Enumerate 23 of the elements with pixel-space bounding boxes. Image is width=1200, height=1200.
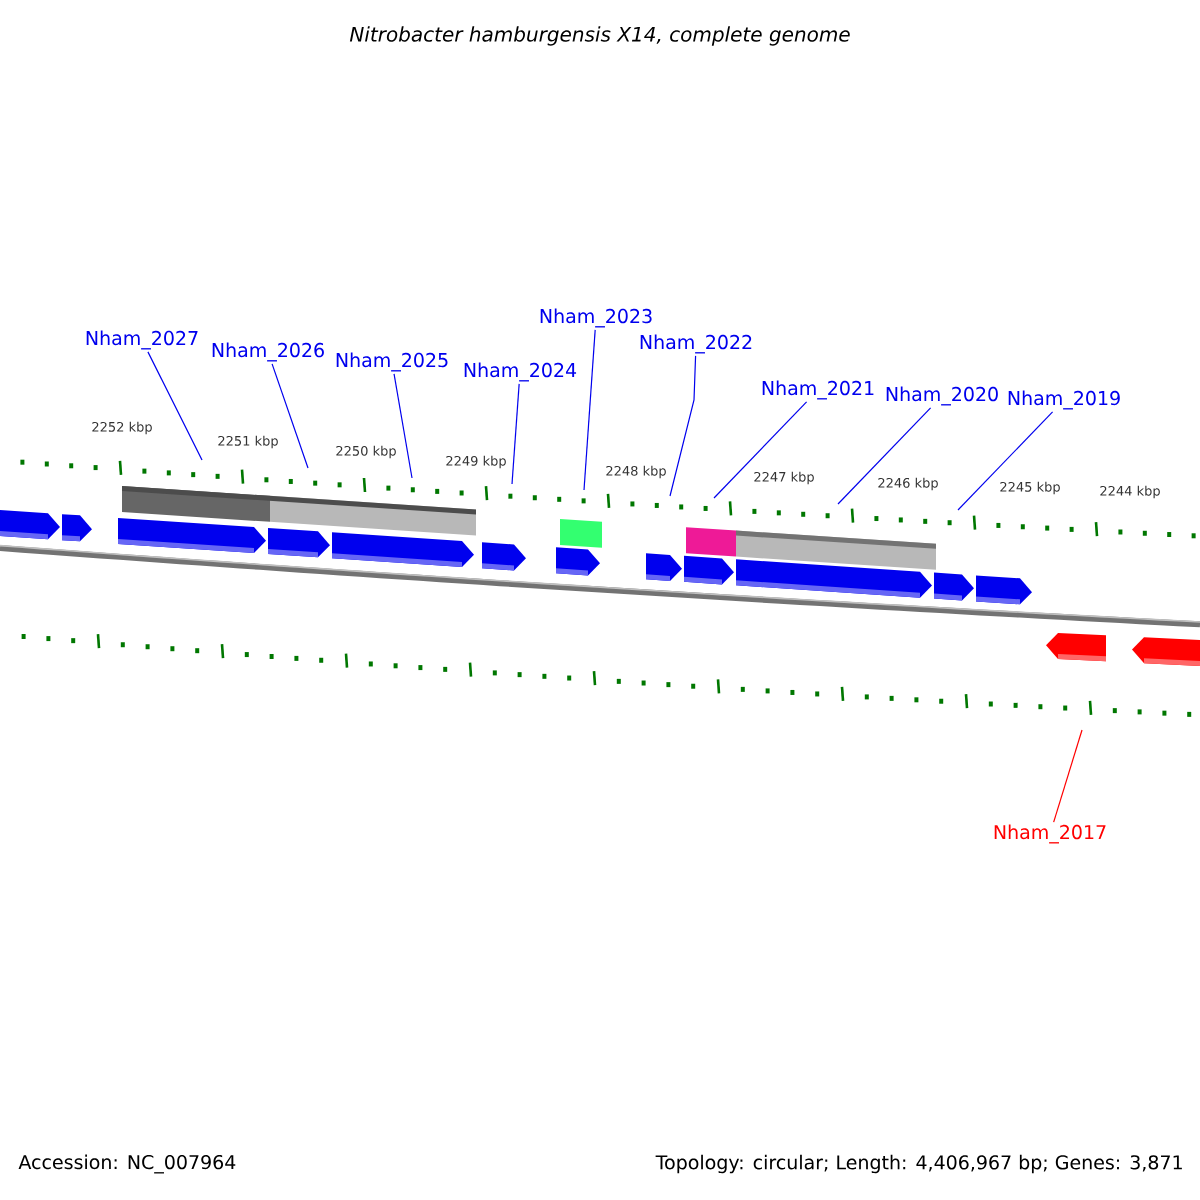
- accession-label: Accession: NC_007964: [18, 1154, 236, 1174]
- gene-label: Nham_2027: [86, 330, 198, 350]
- gene-label: Nham_2023: [540, 308, 652, 328]
- leader-line: [713, 401, 808, 499]
- leader-line: [583, 329, 596, 491]
- gene-label: Nham_2019: [1008, 390, 1120, 410]
- leader-line: [271, 363, 309, 469]
- genome-info-label: Topology: circular; Length: 4,406,967 bp; Genes: 3,871: [655, 1154, 1182, 1174]
- gene-label: Nham_2017: [994, 824, 1106, 844]
- gene-label: Nham_2020: [886, 386, 998, 406]
- title: Nitrobacter hamburgensis X14, complete genome: [349, 26, 850, 46]
- leader-line: [1053, 729, 1083, 823]
- gene-label: Nham_2026: [212, 342, 324, 362]
- leader-line: [393, 373, 413, 479]
- gene-label: Nham_2021: [762, 380, 874, 400]
- gene-label: Nham_2022: [640, 334, 752, 354]
- leader-line: [837, 407, 932, 505]
- leader-line: [669, 355, 697, 497]
- leader-line: [957, 411, 1054, 511]
- gene-label: Nham_2025: [336, 352, 448, 372]
- leader-line: [511, 383, 520, 485]
- gene-label: Nham_2024: [464, 362, 577, 382]
- leader-line: [147, 351, 203, 461]
